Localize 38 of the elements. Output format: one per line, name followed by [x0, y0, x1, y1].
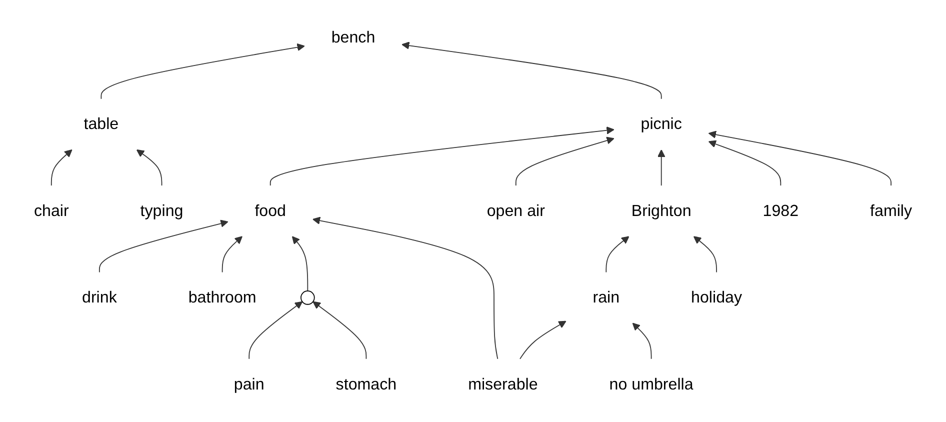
arrow: [136, 149, 162, 186]
node-text: family: [870, 202, 912, 220]
node-text: pain: [234, 374, 264, 393]
node-text: holiday: [691, 288, 742, 306]
arrow: [708, 130, 892, 186]
arrow: [312, 216, 498, 360]
node-text: table: [84, 114, 119, 133]
node-text: Brighton: [631, 202, 692, 220]
arrow: [100, 43, 305, 100]
node-text: no umbrella: [609, 374, 694, 393]
node-text: rain: [592, 288, 620, 306]
arrow: [248, 301, 303, 360]
node-text: drink: [82, 288, 117, 306]
arrow: [292, 236, 308, 292]
node-text: open air: [486, 202, 545, 220]
node-text: miserable: [468, 374, 538, 393]
arrow: [520, 320, 566, 360]
arrow: [402, 42, 662, 100]
arrow: [50, 149, 72, 186]
node-text: chair: [34, 202, 69, 220]
arrow: [270, 126, 614, 186]
node-text: bathroom: [188, 288, 256, 306]
arrow: [708, 140, 782, 186]
arrow: [657, 149, 666, 186]
node-text: typing: [140, 202, 184, 220]
node-circle: [300, 290, 315, 305]
arrow: [312, 301, 367, 360]
arrow: [693, 236, 717, 273]
node-text: bench: [331, 28, 376, 46]
node-text: stomach: [336, 374, 397, 393]
arrow: [515, 136, 614, 186]
node-text: food: [254, 202, 286, 220]
arrow: [606, 236, 630, 273]
arrow: [98, 220, 228, 273]
node-text: 1982: [762, 202, 799, 220]
node-text: picnic: [640, 114, 682, 133]
arrow: [222, 236, 242, 273]
arrow: [632, 322, 652, 360]
